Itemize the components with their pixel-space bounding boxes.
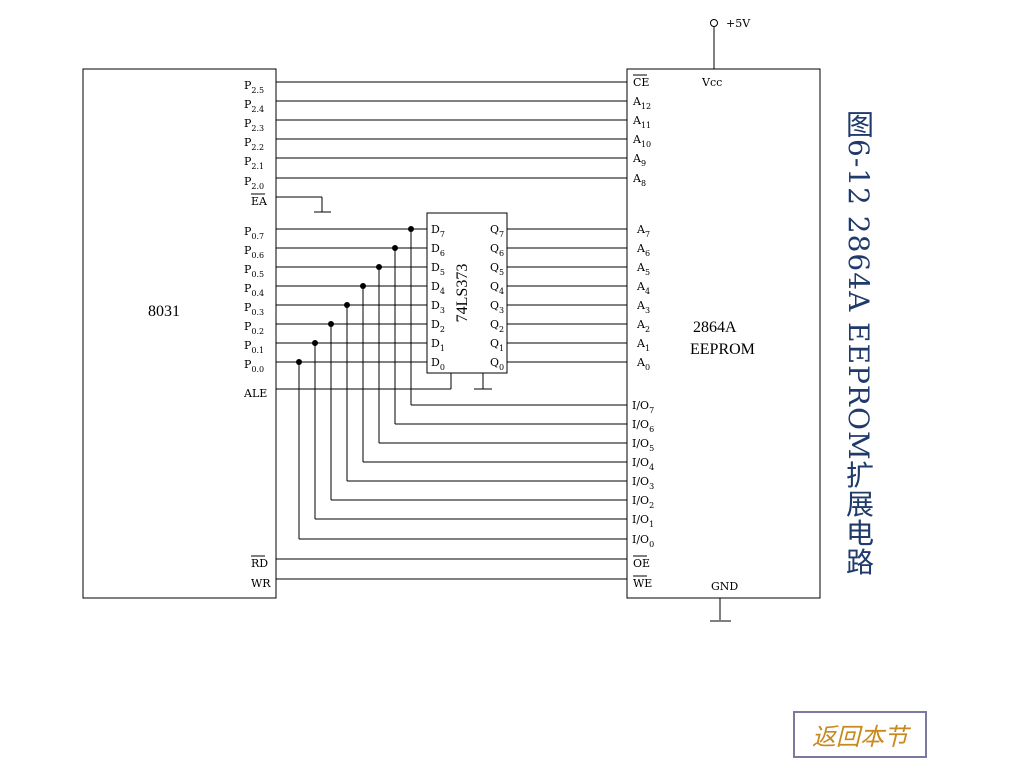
- pin-2864a-io: I/O7: [632, 399, 654, 415]
- pin-2864a-high: CE: [633, 76, 649, 89]
- pin-8031-p2: P2.4: [244, 98, 264, 114]
- supply-terminal: [710, 19, 718, 27]
- chip-2864a-name: 2864A: [693, 319, 737, 336]
- chip-8031-name: 8031: [148, 303, 180, 320]
- pin-8031-p2: P2.3: [244, 117, 264, 133]
- pin-8031-p0: P0.2: [244, 320, 264, 336]
- pin-8031-p2: P2.5: [244, 79, 264, 95]
- pin-74ls373-q: Q7: [490, 223, 504, 239]
- pin-2864a-io: I/O4: [632, 456, 654, 472]
- supply-label: +5V: [726, 17, 751, 30]
- gnd-label: GND: [711, 580, 738, 593]
- pin-2864a-io: I/O1: [632, 513, 654, 529]
- pin-2864a-io: I/O2: [632, 494, 654, 510]
- pin-2864a-addr: A0: [636, 356, 650, 372]
- chip-8031-box: [82, 68, 277, 599]
- chip-2864a-box: [626, 68, 821, 599]
- pin-2864a-high: A10: [632, 133, 651, 149]
- pin-2864a-oe: OE: [633, 557, 650, 570]
- pin-2864a-io: I/O0: [632, 533, 654, 549]
- pin-8031-wr: WR: [251, 577, 271, 590]
- pin-8031-p2: P2.1: [244, 155, 264, 171]
- pin-8031-p2: P2.0: [244, 175, 264, 191]
- pin-74ls373-d: D2: [431, 318, 445, 334]
- pin-74ls373-q: Q1: [490, 337, 504, 353]
- pin-74ls373-q: Q3: [490, 299, 504, 315]
- pin-2864a-addr: A3: [636, 299, 650, 315]
- vcc-label: Vcc: [701, 76, 722, 89]
- pin-2864a-io: I/O6: [632, 418, 654, 434]
- pin-74ls373-q: Q5: [490, 261, 504, 277]
- pin-74ls373-d: D6: [431, 242, 445, 258]
- back-to-section-button[interactable]: 返回本节: [793, 711, 927, 758]
- pin-8031-ale: ALE: [243, 387, 267, 400]
- pin-2864a-addr: A1: [636, 337, 650, 353]
- figure-title: 图6-12 2864A EEPROM扩展电路: [842, 110, 875, 577]
- pin-8031-p0: P0.7: [244, 225, 264, 241]
- pin-74ls373-d: D5: [431, 261, 445, 277]
- pin-74ls373-d: D3: [431, 299, 445, 315]
- chip-74ls373-box: [426, 212, 508, 374]
- pin-8031-p0: P0.0: [244, 358, 264, 374]
- pin-2864a-addr: A5: [636, 261, 650, 277]
- pin-8031-ea: EA: [251, 195, 268, 208]
- pin-2864a-high: A11: [632, 114, 651, 130]
- pin-74ls373-q: Q4: [490, 280, 504, 296]
- pin-74ls373-d: D4: [431, 280, 445, 296]
- pin-2864a-io: I/O5: [632, 437, 654, 453]
- pin-74ls373-q: Q0: [490, 356, 504, 372]
- chip-eeprom-name: EEPROM: [690, 341, 755, 358]
- pin-8031-p2: P2.2: [244, 136, 264, 152]
- pin-2864a-we: WE: [633, 577, 652, 590]
- pin-2864a-addr: A6: [636, 242, 650, 258]
- pin-74ls373-d: D7: [431, 223, 445, 239]
- pin-74ls373-q: Q2: [490, 318, 504, 334]
- pin-2864a-high: A8: [632, 172, 646, 188]
- pin-74ls373-q: Q6: [490, 242, 504, 258]
- pin-2864a-high: A9: [632, 152, 646, 168]
- pin-74ls373-d: D0: [431, 356, 445, 372]
- pin-8031-p0: P0.4: [244, 282, 264, 298]
- pin-2864a-io: I/O3: [632, 475, 654, 491]
- pin-8031-p0: P0.5: [244, 263, 264, 279]
- pin-8031-p0: P0.6: [244, 244, 264, 260]
- pin-8031-p0: P0.3: [244, 301, 264, 317]
- pin-8031-rd: RD: [251, 557, 268, 570]
- pin-2864a-high: A12: [632, 95, 651, 111]
- pin-8031-p0: P0.1: [244, 339, 264, 355]
- chip-74ls373-name: 74LS373: [454, 264, 471, 323]
- pin-2864a-addr: A2: [636, 318, 650, 334]
- pin-74ls373-d: D1: [431, 337, 445, 353]
- pin-2864a-addr: A4: [636, 280, 650, 296]
- pin-2864a-addr: A7: [636, 223, 650, 239]
